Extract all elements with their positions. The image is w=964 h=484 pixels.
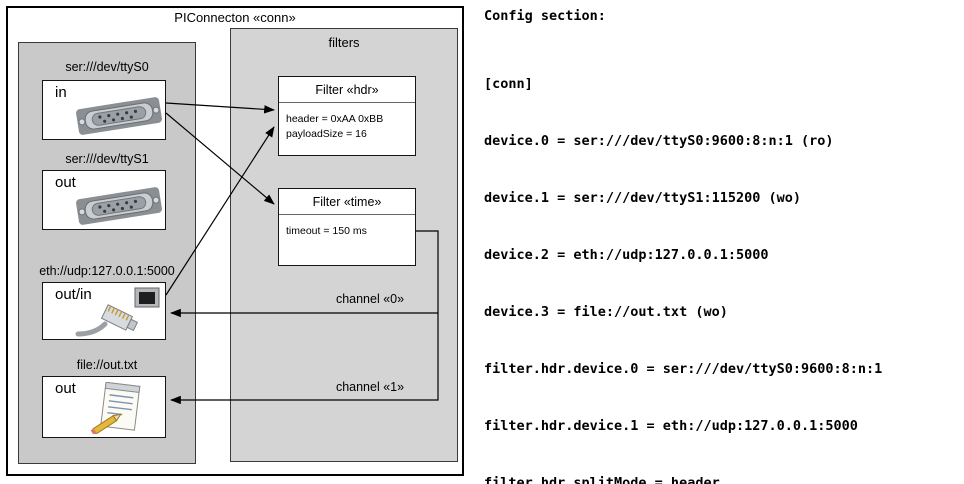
- device-direction: out: [55, 380, 76, 397]
- config-line: filter.hdr.device.1 = eth://udp:127.0.0.…: [484, 418, 858, 434]
- serial-connector-icon: [75, 184, 163, 228]
- device-box-ttyS0: in: [42, 80, 166, 140]
- device-direction: out: [55, 174, 76, 191]
- device-label-ttyS0: ser:///dev/ttyS0: [65, 60, 149, 74]
- device-label-ttyS1: ser:///dev/ttyS1: [65, 152, 149, 166]
- device-box-ttyS1: out: [42, 170, 166, 230]
- config-line: device.1 = ser:///dev/ttyS1:115200 (wo): [484, 190, 801, 206]
- filters-panel-title: filters: [328, 35, 360, 50]
- serial-connector-icon: [75, 94, 163, 138]
- config-line: filter.hdr.device.0 = ser:///dev/ttyS0:9…: [484, 361, 883, 377]
- document-pencil-icon: [89, 381, 147, 436]
- channel-1-label: channel «1»: [335, 380, 405, 394]
- config-line: filter.hdr.splitMode = header: [484, 475, 720, 484]
- device-direction: out/in: [55, 286, 92, 303]
- config-line: device.0 = ser:///dev/ttyS0:9600:8:n:1 (…: [484, 133, 834, 149]
- filter-box-time: Filter «time» timeout = 150 ms: [278, 188, 416, 266]
- config-section-heading: Config section:: [484, 8, 606, 24]
- device-label-eth: eth://udp:127.0.0.1:5000: [39, 264, 175, 278]
- component-title: PIConnecton «conn»: [174, 10, 296, 25]
- filter-title: Filter «hdr»: [279, 77, 415, 103]
- filter-param: payloadSize = 16: [286, 128, 367, 140]
- config-line: device.3 = file://out.txt (wo): [484, 304, 728, 320]
- config-line: device.2 = eth://udp:127.0.0.1:5000: [484, 247, 769, 263]
- filter-param: timeout = 150 ms: [286, 225, 367, 237]
- config-line: [conn]: [484, 76, 533, 92]
- filter-box-hdr: Filter «hdr» header = 0xAA 0xBB payloadS…: [278, 76, 416, 156]
- device-box-file: out: [42, 376, 166, 438]
- device-direction: in: [55, 84, 67, 101]
- ethernet-connector-icon: [75, 286, 163, 338]
- filter-title: Filter «time»: [279, 189, 415, 215]
- config-text-block: [conn] device.0 = ser:///dev/ttyS0:9600:…: [484, 37, 890, 484]
- device-label-file: file://out.txt: [76, 358, 138, 372]
- channel-0-label: channel «0»: [335, 292, 405, 306]
- filter-param: header = 0xAA 0xBB: [286, 113, 384, 125]
- device-box-eth: out/in: [42, 282, 166, 340]
